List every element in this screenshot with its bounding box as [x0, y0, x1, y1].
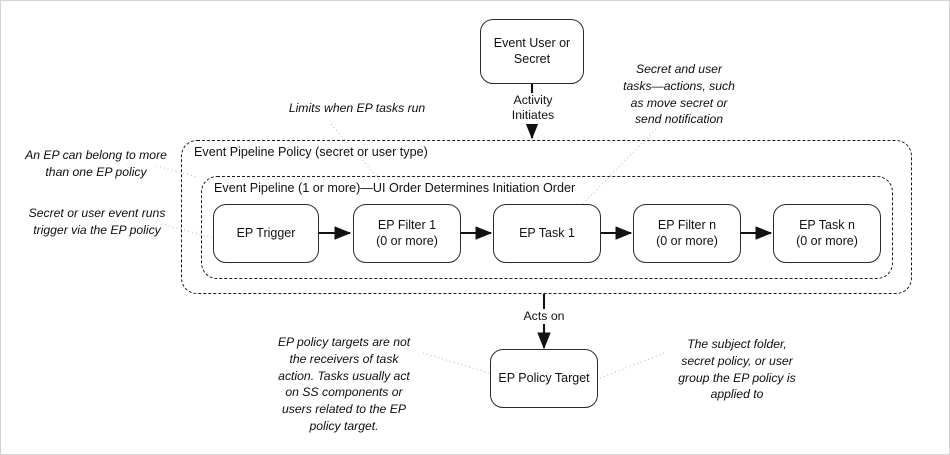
leader-targets-not-receivers — [422, 352, 490, 374]
annotation-ep-can-belong-to-more: An EP can belong to more than one EP pol… — [25, 148, 167, 179]
node-ep-task-1-label: EP Task 1 — [519, 225, 575, 240]
node-ep-filter-n-label: EP Filter n (0 or more) — [656, 218, 718, 248]
edge-label-acts-on: Acts on — [504, 309, 584, 325]
container-event-pipeline-policy-title: Event Pipeline Policy (secret or user ty… — [192, 145, 430, 159]
node-ep-filter-1-label: EP Filter 1 (0 or more) — [376, 218, 438, 248]
node-ep-filter-1[interactable]: EP Filter 1 (0 or more) — [353, 204, 461, 263]
annotation-subject-folder: The subject folder, secret policy, or us… — [678, 337, 796, 402]
node-event-user-or-secret-label: Event User or Secret — [493, 36, 571, 66]
node-ep-policy-target-label: EP Policy Target — [498, 370, 590, 385]
node-ep-policy-target[interactable]: EP Policy Target — [490, 349, 598, 408]
node-ep-filter-n[interactable]: EP Filter n (0 or more) — [633, 204, 741, 263]
node-ep-task-1[interactable]: EP Task 1 — [493, 204, 601, 263]
node-ep-trigger[interactable]: EP Trigger — [213, 204, 319, 263]
node-ep-task-n-label: EP Task n (0 or more) — [796, 218, 858, 248]
node-ep-task-n[interactable]: EP Task n (0 or more) — [773, 204, 881, 263]
annotation-targets-not-receivers: EP policy targets are not the receivers … — [277, 335, 411, 434]
annotation-secret-or-user-event-runs: Secret or user event runs trigger via th… — [28, 206, 166, 237]
container-event-pipeline: Event Pipeline (1 or more)—UI Order Dete… — [201, 176, 893, 279]
edge-label-activity-initiates: Activity Initiates — [490, 93, 576, 124]
annotation-limits-when-ep-tasks-run: Limits when EP tasks run — [288, 101, 426, 115]
node-ep-trigger-label: EP Trigger — [236, 225, 296, 240]
leader-subject-folder — [597, 352, 665, 380]
container-event-pipeline-title: Event Pipeline (1 or more)—UI Order Dete… — [212, 181, 578, 195]
node-event-user-or-secret[interactable]: Event User or Secret — [480, 19, 584, 84]
annotation-secret-and-user-tasks: Secret and user tasks—actions, such as m… — [623, 62, 735, 127]
